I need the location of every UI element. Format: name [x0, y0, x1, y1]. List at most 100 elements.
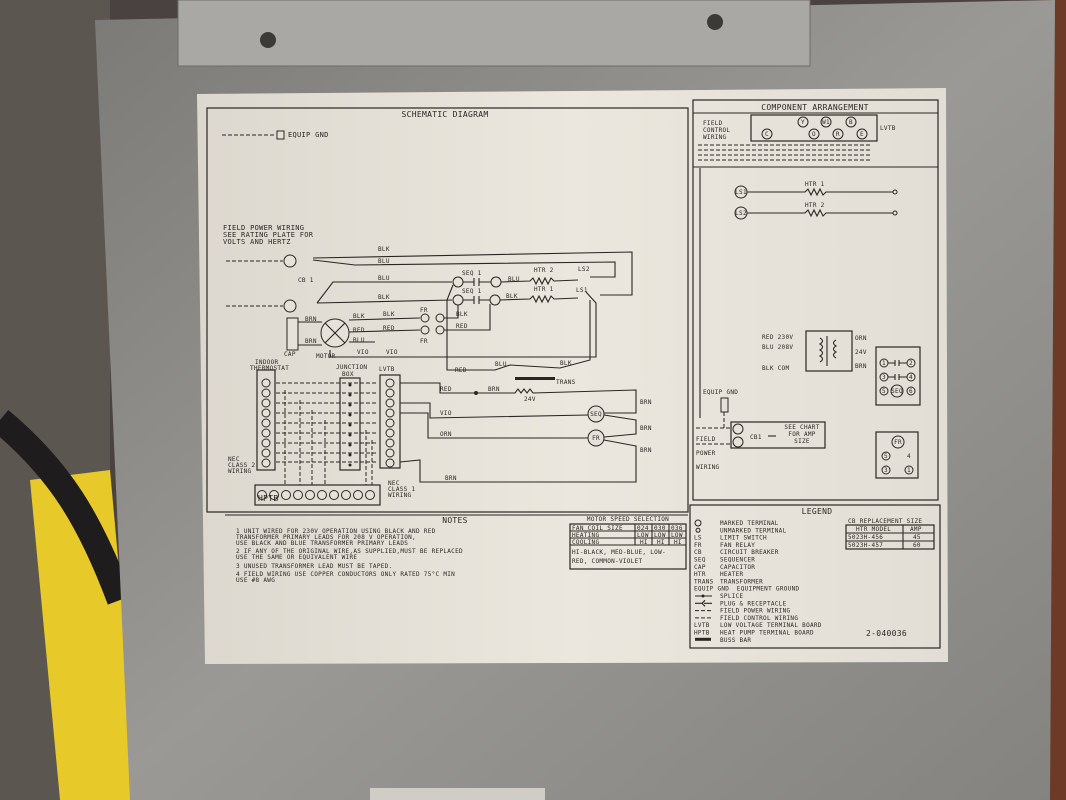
legend-abbr: LS	[694, 535, 702, 542]
wire-label: BLU	[378, 275, 390, 282]
note-line: 3 UNUSED TRANSFORMER LEAD MUST BE TAPED.	[236, 563, 393, 570]
field-power-note: VOLTS AND HERTZ	[223, 238, 291, 246]
field-power-note: FIELD POWER WIRING	[223, 224, 304, 232]
table-cell: HI	[640, 539, 648, 546]
lvtb-terminal-label: R	[836, 131, 840, 138]
wire-label: FR	[420, 338, 428, 345]
wire-label: BLK	[506, 293, 518, 300]
indoor-thermostat-block	[256, 369, 276, 471]
field-power-note: SEE RATING PLATE FOR	[223, 231, 314, 239]
equip-gnd-label: EQUIP GND	[288, 131, 329, 139]
nec-class1-label: CLASS 1	[388, 486, 415, 493]
unmarked-terminal-icon	[695, 527, 701, 533]
schematic-section: SCHEMATIC DIAGRAM EQUIP GND FIELD POWER …	[206, 107, 689, 513]
notes-title: NOTES	[442, 516, 468, 525]
capacitor-icon	[286, 317, 299, 351]
wire-label: TRANS	[556, 379, 576, 386]
trans-primary-label: BLK COM	[762, 365, 789, 372]
lvtb-terminal-label: Y	[801, 119, 805, 126]
wire-label: MOTOR	[316, 353, 336, 360]
legend-item: TRANSFORMER	[720, 578, 763, 585]
transformer-icon	[805, 330, 853, 372]
fr-terminal: 3	[884, 467, 888, 474]
legend-abbr: CB	[694, 549, 702, 556]
fr-label: FR	[894, 439, 902, 446]
legend-item: SEQUENCER	[720, 557, 755, 564]
lvtb-terminal	[820, 116, 832, 128]
hptb-label: HPTB	[258, 494, 278, 503]
lvtb-terminal	[797, 116, 809, 128]
wire-label: CB 1	[298, 277, 314, 284]
seq-terminal: 3	[882, 374, 886, 381]
thermostat-terminal	[261, 388, 271, 398]
legend-item: SPLICE	[720, 593, 744, 600]
screw-icon	[260, 32, 276, 48]
cb-note: SIZE	[794, 438, 810, 445]
junction-box-label: JUNCTION	[336, 364, 367, 371]
lvtb-terminal	[385, 438, 395, 448]
legend-abbr: HPTB	[694, 630, 710, 637]
legend-item: LOW VOLTAGE TERMINAL BOARD	[720, 622, 822, 629]
splice-dot	[701, 594, 705, 598]
trans-primary-label: RED 230V	[762, 334, 793, 341]
legend-item: PLUG & RECEPTACLE	[720, 600, 787, 607]
legend-item: BUSS BAR	[720, 637, 751, 644]
equip-gnd-label: EQUIP GND	[703, 389, 738, 396]
note-line: TRANSFORMER PRIMARY LEADS FOR 208 V OPER…	[236, 534, 416, 541]
legend-abbr: EQUIP GND	[694, 586, 729, 593]
field-control-label: WIRING	[703, 134, 727, 141]
wire-label: SEQ 1	[462, 270, 482, 277]
wire-label: BRN	[445, 475, 457, 482]
wire-label: BLU	[353, 337, 365, 344]
ls2-terminal: LS2	[735, 210, 747, 217]
legend-item: FIELD POWER WIRING	[720, 608, 791, 615]
nec-class1-label: WIRING	[388, 492, 412, 499]
wire-label: BRN	[640, 399, 652, 406]
junction-splice	[348, 453, 352, 457]
buss-bar-icon	[695, 637, 711, 641]
hptb-terminal	[257, 490, 267, 500]
sequencer-terminals: 1 2 3 4 5 6 SEQ	[879, 358, 916, 398]
field-control-label: CONTROL	[703, 127, 730, 134]
field-power-label: POWER	[696, 450, 716, 457]
legend-abbr: FR	[694, 542, 702, 549]
plug-receptacle-icon	[695, 599, 712, 607]
lvtb-terminal	[385, 418, 395, 428]
wire-label: BLK	[456, 311, 468, 318]
wire-label: RED	[353, 327, 365, 334]
thermostat-terminal	[261, 398, 271, 408]
lvtb-terminal	[385, 458, 395, 468]
wire-label: LS2	[578, 266, 590, 273]
legend-item: MARKED TERMINAL	[720, 520, 779, 527]
cb1-label: CB1	[750, 434, 762, 441]
legend-item: CAPACITOR	[720, 564, 755, 571]
nec-class2-label: WIRING	[228, 468, 252, 475]
black-cable	[0, 410, 133, 605]
notes-section: NOTES 1 UNIT WIRED FOR 230V OPERATION US…	[225, 514, 688, 584]
cb-note: SEE CHART	[784, 424, 819, 431]
wire-label: CAP	[284, 351, 296, 358]
wire-label: ORN	[440, 431, 452, 438]
thermostat-terminal	[261, 408, 271, 418]
motor-speed-footer: RED, COMMON-VIOLET	[572, 558, 643, 565]
seq-label: SEQ	[891, 388, 903, 395]
nec-class2-label: NEC	[228, 456, 240, 463]
legend-abbr: SEQ	[694, 557, 706, 564]
legend-abbr: LVTB	[694, 622, 710, 629]
seq-terminal: 2	[909, 360, 913, 367]
wire-label: HTR 2	[534, 267, 554, 274]
table-cell: HI	[674, 539, 682, 546]
legend-title: LEGEND	[802, 507, 833, 516]
wire-label: 24V	[524, 396, 536, 403]
htr2-label: HTR 2	[805, 202, 825, 209]
legend-item: LIMIT SWITCH	[720, 535, 767, 542]
junction-splice	[348, 403, 352, 407]
junction-splice	[348, 463, 352, 467]
table-header: 030	[654, 525, 666, 532]
wire-label: BLU	[495, 361, 507, 368]
note-line: USE BLACK AND BLUE TRANSFORMER PRIMARY L…	[236, 540, 408, 547]
motor-speed-title: MOTOR SPEED SELECTION	[587, 516, 669, 523]
